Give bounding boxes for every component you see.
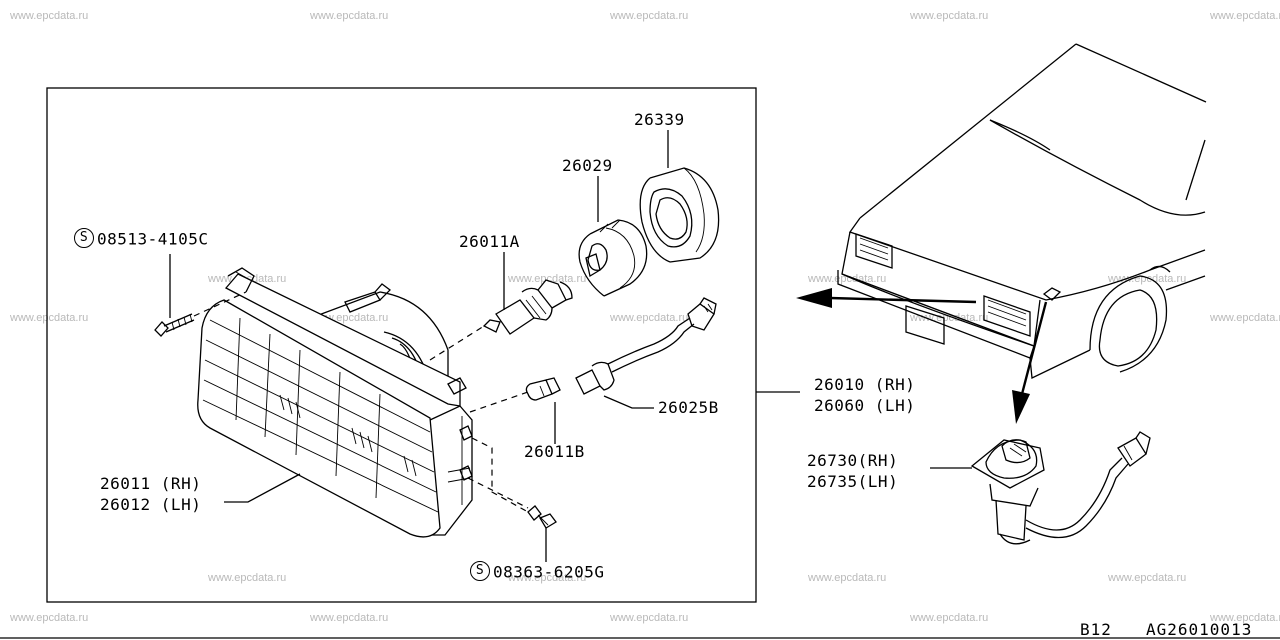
label-26011B: 26011B <box>524 442 585 461</box>
headlamp-unit <box>197 267 473 538</box>
arrow-to-side-marker <box>1012 301 1048 424</box>
label-08513-number: 08513-4105C <box>97 229 209 249</box>
watermark: www.epcdata.ru <box>808 273 887 285</box>
assembly-line <box>469 391 529 413</box>
leader-line <box>603 395 654 409</box>
watermark: www.epcdata.ru <box>10 10 89 22</box>
footer-model-code: B12 <box>1080 620 1112 639</box>
car-front-view <box>837 43 1207 379</box>
label-26011A: 26011A <box>459 232 520 251</box>
label-26730-26735: 26730(RH) 26735(LH) <box>807 451 899 491</box>
watermark: www.epcdata.ru <box>910 10 989 22</box>
bulb-26011A <box>482 279 573 335</box>
assembly-line <box>467 477 529 509</box>
footer-diagram-code: AG26010013 <box>1146 620 1253 639</box>
screw-08363 <box>527 505 557 529</box>
assembly-line <box>429 325 485 361</box>
watermark: www.epcdata.ru <box>310 10 389 22</box>
label-26029: 26029 <box>562 156 613 175</box>
watermark: www.epcdata.ru <box>610 612 689 624</box>
label-08363-number: 08363-6205G <box>493 562 605 582</box>
assembly-frame <box>46 87 757 603</box>
watermark: www.epcdata.ru <box>1210 10 1280 22</box>
watermark: www.epcdata.ru <box>610 10 689 22</box>
cap-ring-26339 <box>639 167 720 263</box>
watermark: www.epcdata.ru <box>1210 312 1280 324</box>
watermark: www.epcdata.ru <box>610 312 689 324</box>
label-26025B: 26025B <box>658 398 719 417</box>
watermark: www.epcdata.ru <box>1210 612 1280 624</box>
watermark: www.epcdata.ru <box>10 612 89 624</box>
socket-26025B <box>575 297 717 395</box>
watermark: www.epcdata.ru <box>208 572 287 584</box>
watermark: www.epcdata.ru <box>1108 273 1187 285</box>
s-symbol-icon: S <box>74 228 94 248</box>
side-marker-lamp <box>970 431 1151 545</box>
screw-08513 <box>154 313 195 337</box>
label-26339: 26339 <box>634 110 685 129</box>
leader-line <box>224 473 301 503</box>
label-26010-26060: 26010 (RH) 26060 (LH) <box>814 375 916 415</box>
socket-26029 <box>578 219 648 297</box>
arrow-to-headlamp <box>796 288 977 308</box>
watermark: www.epcdata.ru <box>508 572 587 584</box>
watermark: www.epcdata.ru <box>508 273 587 285</box>
watermark: www.epcdata.ru <box>910 612 989 624</box>
watermark: www.epcdata.ru <box>1108 572 1187 584</box>
watermark: www.epcdata.ru <box>808 572 887 584</box>
assembly-line <box>193 291 247 317</box>
bulb-26011B <box>525 377 561 401</box>
label-26011-26012: 26011 (RH) 26012 (LH) <box>100 474 202 514</box>
s-symbol-icon: S <box>470 561 490 581</box>
assembly-line <box>471 437 529 513</box>
watermark: www.epcdata.ru <box>310 612 389 624</box>
watermark: www.epcdata.ru <box>10 312 89 324</box>
